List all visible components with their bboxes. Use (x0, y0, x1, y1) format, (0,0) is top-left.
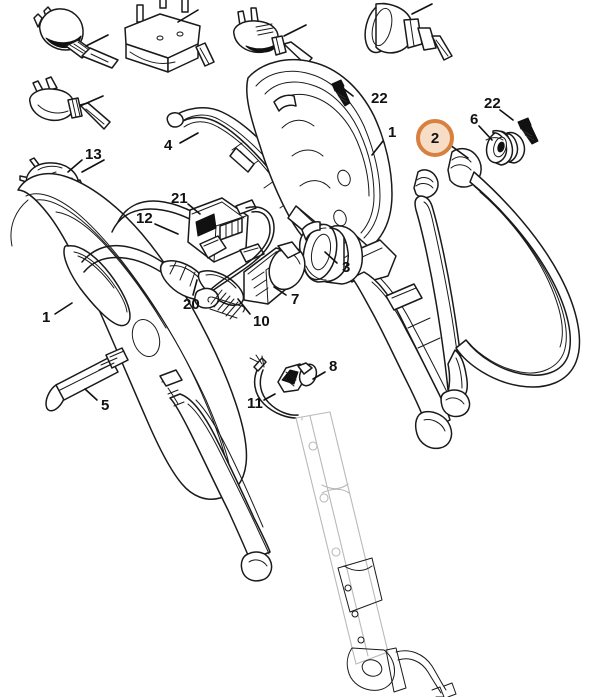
callout-20: 20 (183, 296, 200, 313)
callout-3: 3 (342, 259, 350, 276)
part-6-bushing-grommet (485, 129, 526, 166)
callout-1-left: 1 (42, 309, 50, 326)
callout-2-highlighted: 2 (431, 130, 439, 147)
leader-11 (263, 393, 276, 401)
leader-22a (343, 88, 354, 97)
leader-20 (192, 279, 198, 296)
leader-12 (154, 223, 179, 235)
part-11-wire-lead (249, 354, 299, 419)
part-22-screw-right (517, 117, 539, 145)
leader-22b (499, 109, 514, 121)
leader-1a (371, 140, 384, 156)
plug-australian (33, 6, 119, 69)
plug-uk-bs1363 (124, 0, 215, 73)
callout-7: 7 (291, 291, 299, 308)
part-21-switch-module (187, 197, 275, 309)
callout-10: 10 (253, 313, 270, 330)
leader-6 (478, 125, 493, 141)
leader-21 (187, 203, 201, 215)
part-1-left-housing-shell (17, 172, 273, 582)
part-8-retaining-clip (277, 362, 318, 393)
leader-1b (54, 302, 73, 315)
callout-22-top: 22 (371, 90, 388, 107)
callout-4: 4 (164, 137, 173, 154)
part-3-capacitor-unit (298, 221, 364, 285)
leader-2 (449, 144, 469, 159)
leader-10 (237, 298, 251, 315)
leader-13 (67, 159, 83, 173)
callout-13: 13 (85, 146, 102, 163)
part-22-screw-top (331, 79, 351, 107)
part-7-trigger-lever (243, 241, 306, 305)
part-5-pin-bolt (45, 347, 129, 412)
callout-5: 5 (101, 397, 109, 414)
leader-7 (273, 286, 287, 296)
leader-8 (312, 371, 326, 380)
callout-labels: 22 1 22 6 2 4 13 21 12 3 7 20 10 1 5 8 1… (42, 90, 501, 414)
leader-4 (179, 132, 199, 144)
part-10-coil-spring (207, 289, 245, 320)
highlight-circle-part-2[interactable] (416, 119, 454, 157)
callout-12: 12 (136, 210, 153, 227)
plug-europlug-flat (29, 76, 111, 130)
leader-5 (84, 388, 98, 401)
part-2-loop-handle (413, 147, 581, 418)
plug-euro-two-pin (233, 7, 313, 66)
callout-6: 6 (470, 111, 478, 128)
callout-21: 21 (171, 190, 188, 207)
shaft-tube (295, 411, 457, 697)
callout-22-right: 22 (484, 95, 501, 112)
part-20-cable-sleeve (159, 260, 245, 306)
callout-1-right: 1 (388, 124, 396, 141)
callout-leader-lines (54, 88, 514, 401)
callout-11: 11 (247, 395, 263, 412)
leader-3 (324, 251, 338, 264)
highlight-ring (416, 119, 454, 157)
callout-8: 8 (329, 358, 337, 375)
plug-round-barrel (364, 2, 453, 61)
